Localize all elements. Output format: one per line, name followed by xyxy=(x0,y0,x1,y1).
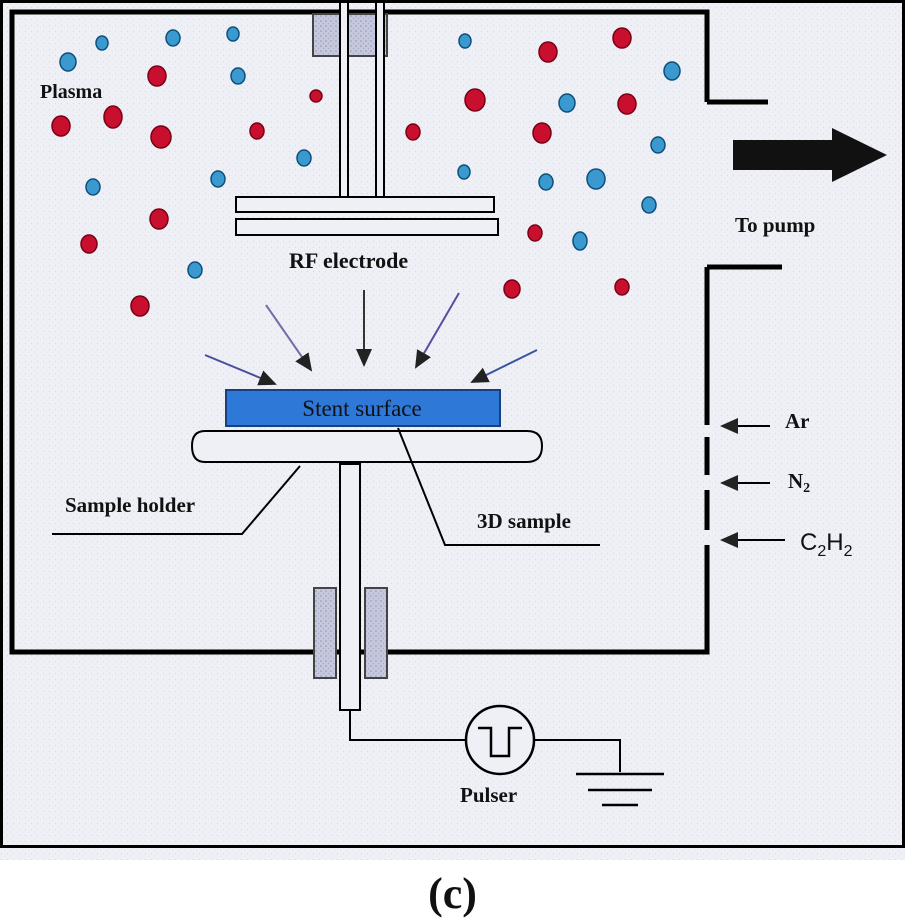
plasma-label: Plasma xyxy=(40,81,102,103)
ion-arrow xyxy=(470,349,538,383)
sample-holder-leader xyxy=(52,465,301,535)
rf-electrode-plate-top xyxy=(235,196,495,213)
bottom-feedthrough-left xyxy=(313,587,337,679)
n2-label: N2 xyxy=(788,469,810,496)
pulser-wire-right xyxy=(534,739,621,772)
ground-symbol-icon xyxy=(576,772,664,807)
c2h2-h: H xyxy=(826,529,843,556)
ion-arrow xyxy=(204,354,277,386)
to-pump-label: To pump xyxy=(735,213,815,237)
bottom-feedthrough-right xyxy=(364,587,388,679)
right-arrow-icon xyxy=(733,128,887,182)
rf-feed-rod-right xyxy=(375,1,385,198)
c2h2-sub-b: 2 xyxy=(844,543,853,560)
figure-border xyxy=(0,0,905,848)
holder-rod xyxy=(339,463,361,711)
n2-main: N xyxy=(788,469,803,493)
stent-surface xyxy=(225,389,501,427)
c2h2-c: C xyxy=(800,529,817,556)
ion-arrow xyxy=(414,292,460,369)
figure-caption: (c) xyxy=(428,869,477,918)
ion-red xyxy=(51,27,637,317)
pulse-waveform-icon xyxy=(464,704,536,776)
ion-blue xyxy=(59,26,681,279)
n2-subscript: 2 xyxy=(803,481,810,496)
pulser-label: Pulser xyxy=(460,783,517,807)
chamber-wall xyxy=(9,9,710,655)
3d-sample-leader xyxy=(397,427,600,546)
ar-label: Ar xyxy=(785,409,810,433)
stent-surface-label: Stent surface xyxy=(302,396,421,421)
ion-arrow xyxy=(265,304,313,372)
pulser-wire-left xyxy=(349,710,466,741)
ion-flux-arrows xyxy=(204,290,538,386)
c2h2-label: C2H2 xyxy=(800,529,853,560)
plasma-ions xyxy=(51,26,681,317)
sample-holder-label: Sample holder xyxy=(65,493,195,517)
plasma-chamber-diagram: Plasma RF electrode Stent surface Sample… xyxy=(0,0,905,860)
rf-feed-rod-left xyxy=(339,1,349,198)
c2h2-sub-a: 2 xyxy=(817,543,826,560)
sample-holder xyxy=(190,430,544,463)
rf-feedthrough xyxy=(312,13,388,57)
3d-sample-label: 3D sample xyxy=(477,509,571,533)
rf-electrode-label: RF electrode xyxy=(289,248,408,273)
rf-electrode-plate-bottom xyxy=(235,218,499,236)
